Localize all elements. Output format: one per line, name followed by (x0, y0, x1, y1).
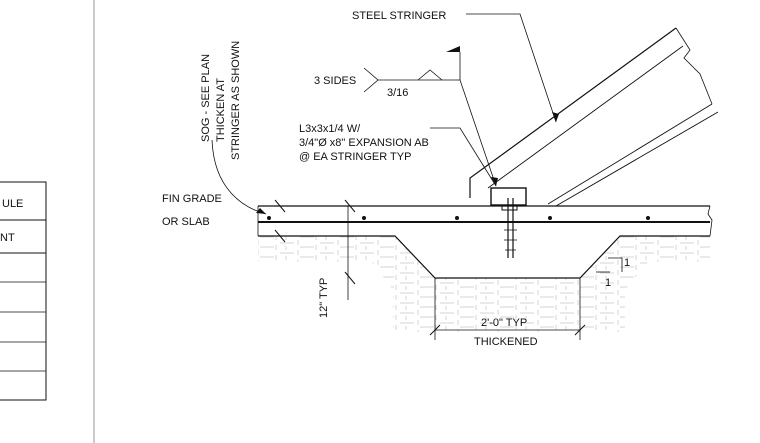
angle-note-line1: L3x3x1/4 W/ (299, 123, 361, 135)
twelve-typ-label: 12" TYP (318, 278, 330, 318)
two-ft-typ-label: 2'-0" TYP (481, 317, 527, 329)
leader-lines (211, 13, 623, 340)
rebar-dots (267, 216, 650, 220)
steel-stringer (469, 27, 719, 207)
schedule-column-fragment: NT (0, 232, 15, 244)
schedule-title-fragment: ULE (2, 198, 23, 210)
schedule-table-fragment (0, 181, 47, 401)
soil-hatch (258, 236, 710, 332)
sog-note-line1: SOG - SEE PLAN (200, 54, 212, 142)
fin-grade-label: FIN GRADE (162, 193, 222, 205)
or-slab-label: OR SLAB (162, 216, 210, 228)
three-sides-label: 3 SIDES (314, 75, 356, 87)
weld-size-label: 3/16 (387, 87, 408, 99)
sog-note-line3: STRINGER AS SHOWN (230, 41, 242, 160)
slope-run-label: 1 (605, 277, 611, 289)
angle-note-line3: @ EA STRINGER TYP (299, 151, 411, 163)
angle-note-line2: 3/4"Ø x8" EXPANSION AB (299, 137, 429, 149)
expansion-anchor-bolt (501, 198, 518, 258)
steel-stringer-label: STEEL STRINGER (352, 10, 446, 22)
thickened-label: THICKENED (474, 336, 538, 348)
sog-note-line2: THICKEN AT (215, 78, 227, 142)
slope-rise-label: 1 (624, 257, 630, 269)
